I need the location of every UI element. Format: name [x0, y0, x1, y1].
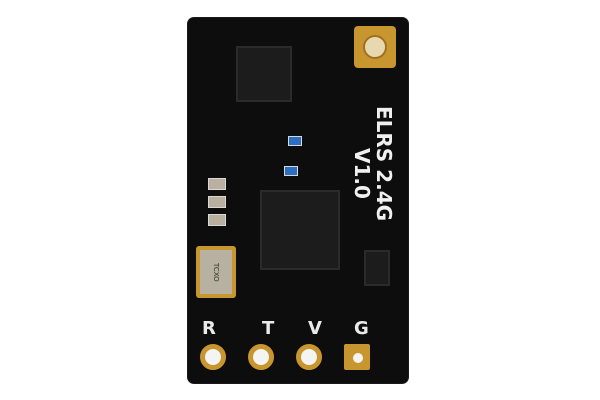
pin-label-g: G — [354, 318, 369, 339]
top-ic-chip — [236, 46, 292, 102]
crystal-oscillator: TCXO — [196, 246, 236, 298]
smd-component — [208, 178, 226, 190]
smd-component — [208, 214, 226, 226]
crystal-marking: TCXO — [200, 250, 232, 294]
pin-label-r: R — [202, 318, 216, 339]
pad-v — [296, 344, 322, 370]
pin-label-v: V — [308, 318, 322, 339]
antenna-connector — [354, 26, 396, 68]
pad-t — [248, 344, 274, 370]
version-silkscreen: V1.0 — [350, 148, 374, 199]
model-silkscreen: ELRS 2.4G — [372, 106, 396, 222]
main-mcu-chip — [260, 190, 340, 270]
pad-g — [344, 344, 370, 370]
smd-component — [284, 166, 298, 176]
smd-component — [288, 136, 302, 146]
pcb-board: ELRS 2.4G V1.0 TCXO R T V G — [188, 18, 408, 383]
pad-r — [200, 344, 226, 370]
pin-label-t: T — [262, 318, 275, 339]
smd-component — [208, 196, 226, 208]
regulator-chip — [364, 250, 390, 286]
